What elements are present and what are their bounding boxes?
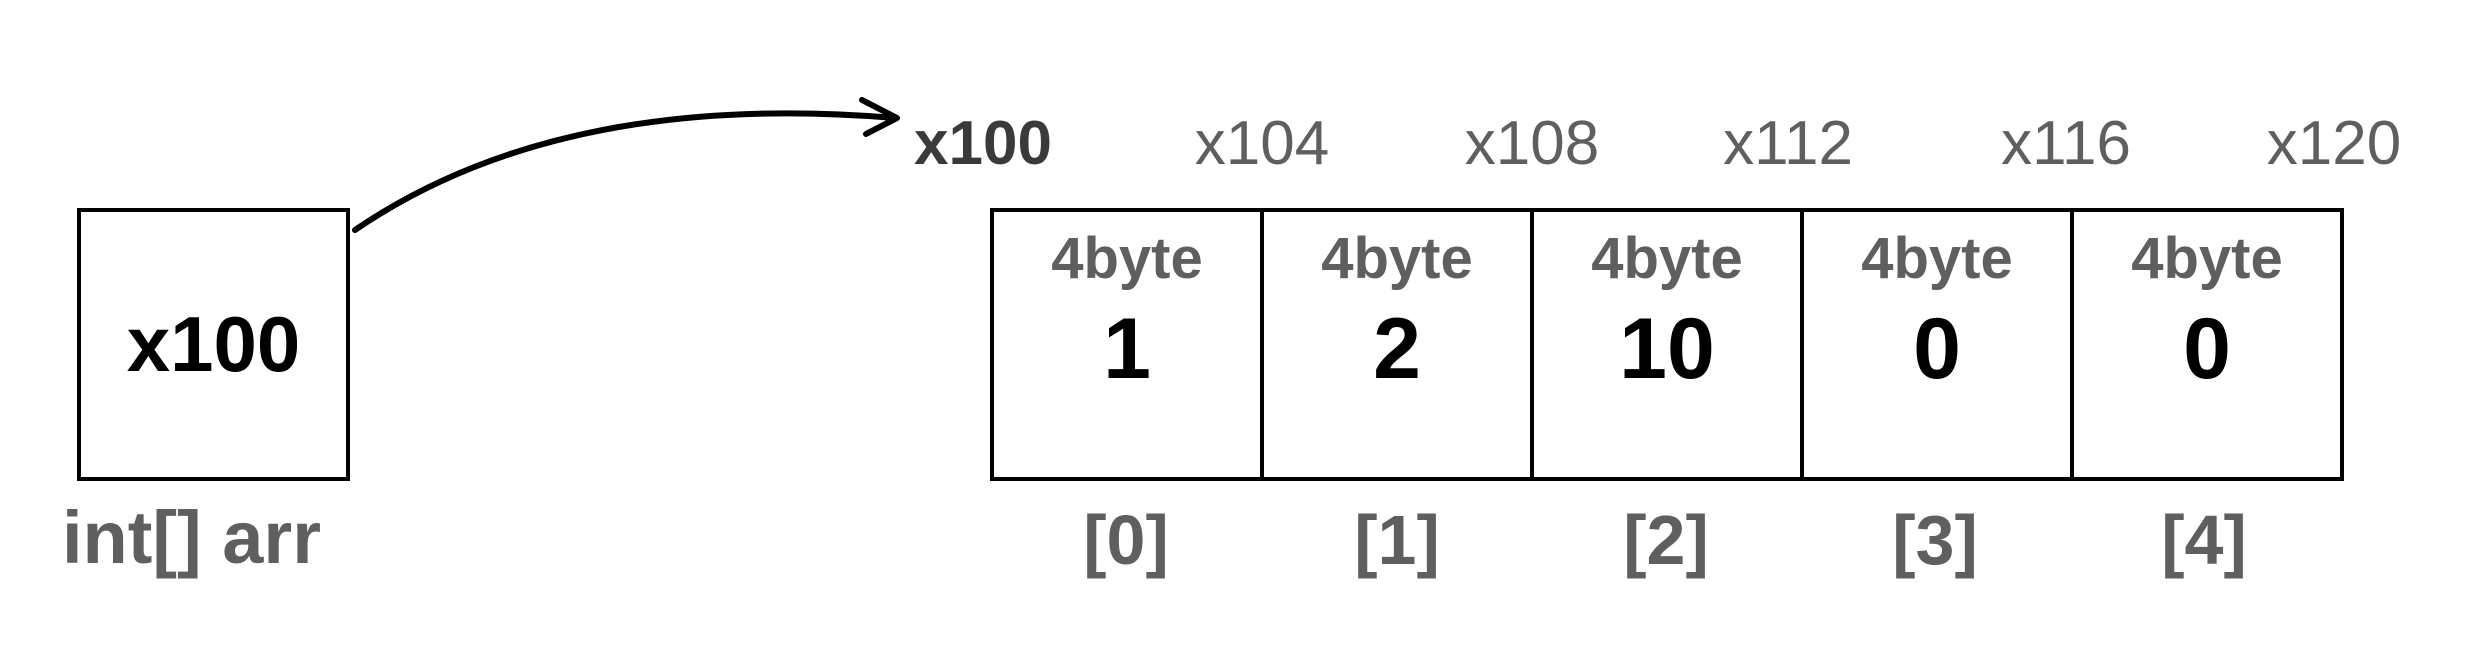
cell-size: 4byte: [1321, 226, 1473, 291]
array-address: x108: [1464, 109, 1600, 178]
cell-value: 1: [1103, 301, 1151, 397]
array-index: [4]: [2161, 501, 2247, 579]
array-address: x112: [1723, 109, 1853, 178]
cell-size: 4byte: [1861, 226, 2013, 291]
array-index: [0]: [1083, 501, 1169, 579]
cell-size: 4byte: [2131, 226, 2283, 291]
cell-value: 2: [1373, 301, 1421, 397]
reference-arrow-head: [859, 97, 900, 137]
array-address: x104: [1194, 109, 1330, 178]
array-cells: 4byte 1 4byte 2 4byte 10 4byte 0 4byte 0: [990, 208, 2344, 481]
array-address: x116: [2001, 109, 2131, 178]
cell-value: 0: [2183, 301, 2231, 397]
pointer-variable-box: x100: [77, 208, 350, 481]
array-cell: 4byte 2: [1264, 212, 1534, 477]
array-index: [3]: [1892, 501, 1978, 579]
pointer-value: x100: [126, 300, 301, 388]
reference-arrow-curve: [352, 110, 898, 233]
array-index: [2]: [1623, 501, 1709, 579]
cell-value: 10: [1619, 301, 1715, 397]
cell-value: 0: [1913, 301, 1961, 397]
array-address: x120: [2266, 109, 2402, 178]
array-index: [1]: [1354, 501, 1440, 579]
pointer-variable-label: int[] arr: [62, 496, 321, 579]
array-cell: 4byte 0: [2074, 212, 2340, 477]
cell-size: 4byte: [1051, 226, 1203, 291]
array-cell: 4byte 1: [994, 212, 1264, 477]
array-address: x100: [914, 109, 1052, 178]
array-cell: 4byte 0: [1804, 212, 2074, 477]
array-cell: 4byte 10: [1534, 212, 1804, 477]
cell-size: 4byte: [1591, 226, 1743, 291]
